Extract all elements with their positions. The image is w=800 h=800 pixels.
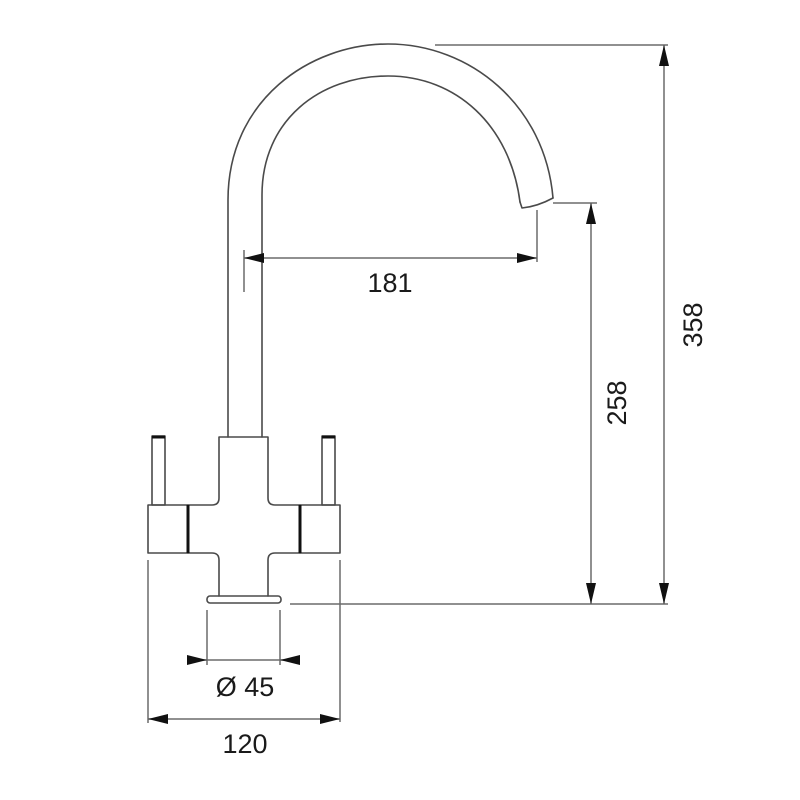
spout-tip: [519, 197, 554, 209]
spout-inner-edge: [261, 75, 521, 438]
dimension-outlet-height: 258: [553, 202, 632, 604]
dimension-overall-width: 120: [147, 560, 341, 759]
arrow-down-icon: [586, 583, 596, 604]
base-plate: [206, 595, 282, 604]
arrow-left-icon: [244, 253, 264, 263]
arrow-up-icon: [659, 45, 669, 66]
overall-height-label: 358: [678, 302, 708, 347]
arrow-left-icon: [148, 714, 168, 724]
outlet-height-label: 258: [602, 380, 632, 425]
right-lever-block: [299, 504, 341, 554]
base-diameter-label: Ø 45: [216, 672, 275, 702]
spout-reach-label: 181: [367, 268, 412, 298]
arrow-up-icon: [586, 203, 596, 224]
dimension-base-diameter: Ø 45: [187, 610, 300, 702]
arrow-right-icon: [320, 714, 340, 724]
spout-outer-edge: [227, 43, 554, 438]
arrow-right-icon: [187, 655, 207, 665]
tap-outline: [147, 43, 554, 604]
left-lever-handle: [151, 435, 166, 506]
dimension-lines: 181 358 258 Ø 45: [147, 44, 708, 759]
arrow-down-icon: [659, 583, 669, 604]
arrow-left-icon: [280, 655, 300, 665]
dimension-spout-reach: 181: [243, 210, 538, 298]
arrow-right-icon: [517, 253, 537, 263]
left-lever-block: [147, 504, 189, 554]
valve-body: [187, 436, 301, 597]
right-lever-handle: [321, 435, 336, 506]
overall-width-label: 120: [222, 729, 267, 759]
dimension-overall-height: 358: [290, 44, 708, 605]
